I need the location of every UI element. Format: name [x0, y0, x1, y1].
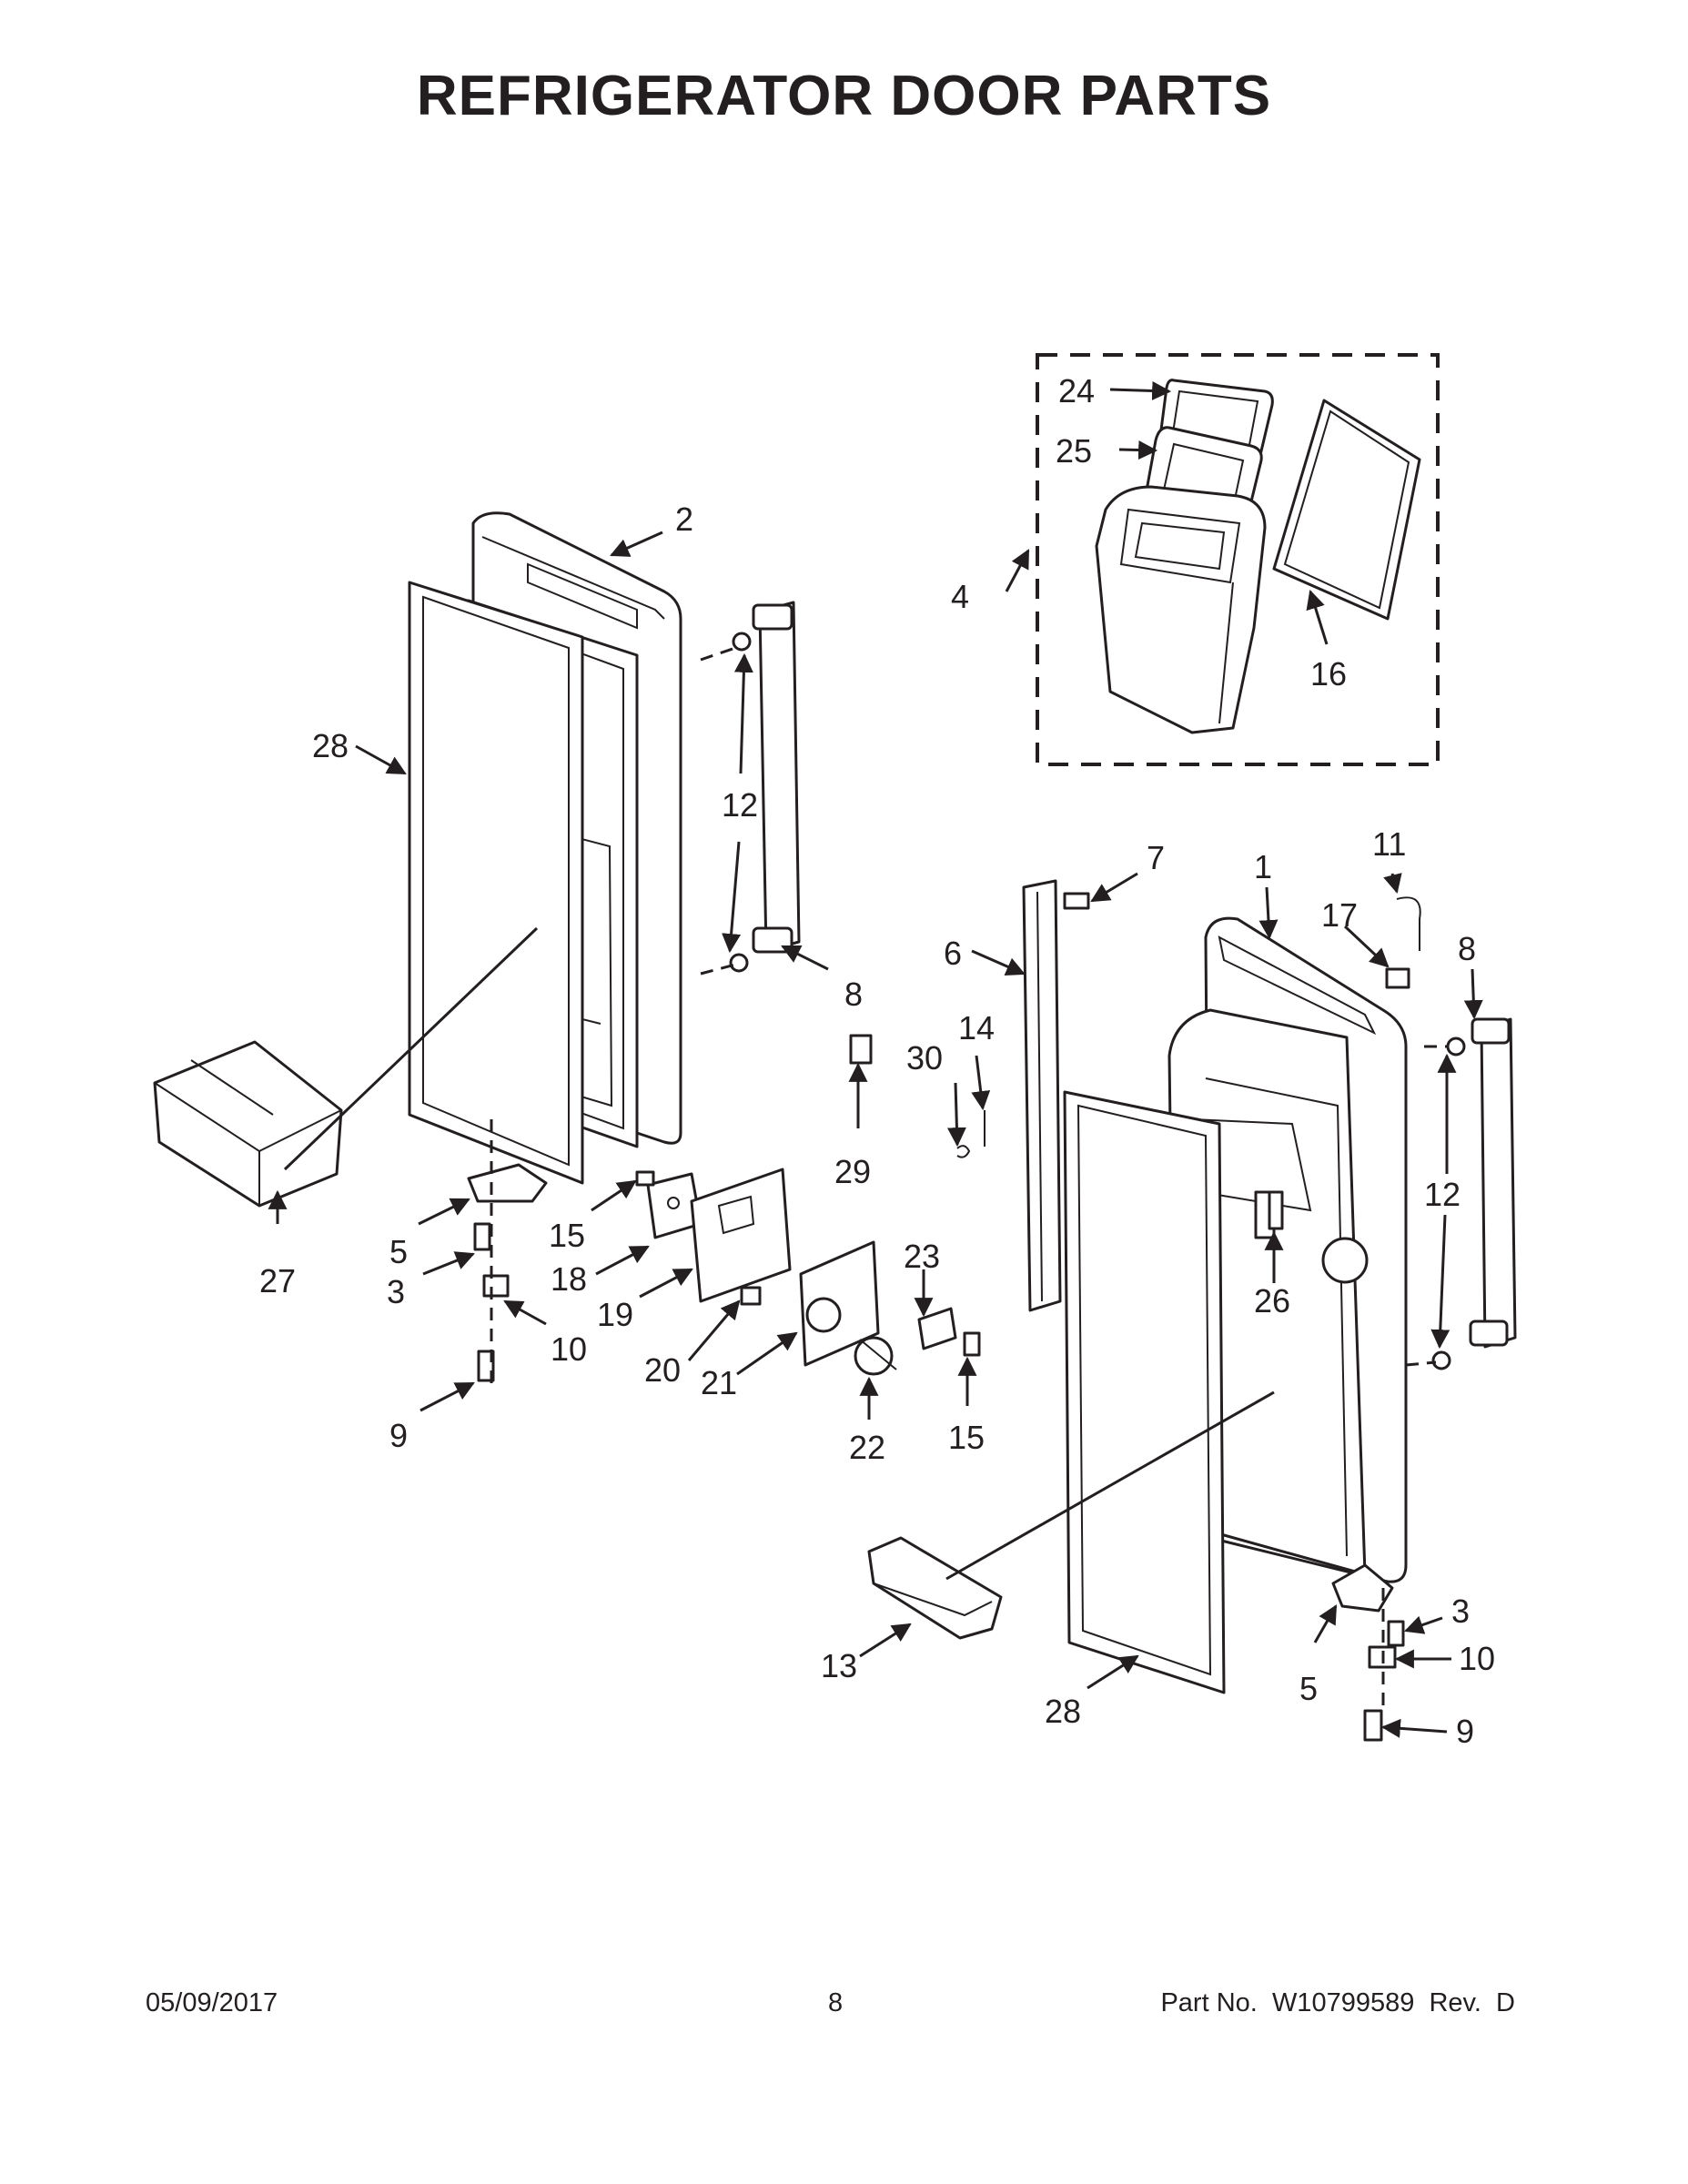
callout-24: 24	[1058, 372, 1095, 410]
callout-15: 15	[948, 1419, 985, 1456]
callout-5: 5	[389, 1233, 408, 1270]
callout-16: 16	[1310, 655, 1347, 693]
part-30-spring	[956, 1145, 971, 1158]
part-27-door-bin	[153, 1040, 343, 1208]
footer-page-number: 8	[828, 1988, 844, 2017]
callout-8: 8	[1458, 930, 1476, 967]
part-23-bracket	[917, 1307, 957, 1350]
callout-30: 30	[906, 1039, 943, 1077]
part-6-trim-strip	[1022, 879, 1062, 1312]
part-13-door-bin	[867, 1536, 1003, 1640]
callout-13: 13	[821, 1647, 857, 1684]
part-11-tube	[1396, 896, 1421, 951]
callout-12: 12	[722, 786, 758, 824]
callout-17: 17	[1321, 896, 1358, 934]
callout-25: 25	[1056, 432, 1092, 470]
callout-12: 12	[1424, 1176, 1461, 1213]
callout-18: 18	[551, 1260, 587, 1298]
callout-3: 3	[387, 1273, 405, 1310]
callout-26: 26	[1254, 1282, 1290, 1320]
part-16-cover-panel	[1272, 399, 1421, 621]
callout-9: 9	[389, 1417, 408, 1454]
callout-22: 22	[849, 1429, 885, 1466]
callout-14: 14	[958, 1009, 995, 1046]
callout-23: 23	[904, 1238, 940, 1275]
part-21-housing	[799, 1240, 880, 1367]
callout-20: 20	[644, 1351, 681, 1389]
part-17-fitting	[1385, 967, 1410, 989]
callout-2: 2	[675, 500, 693, 538]
part-28-left-gasket	[408, 581, 584, 1185]
callout-21: 21	[701, 1364, 737, 1401]
callout-27: 27	[259, 1262, 296, 1299]
callout-4: 4	[951, 578, 969, 615]
part-22-gear	[854, 1336, 897, 1376]
part-15-screw	[635, 1170, 981, 1357]
callout-5: 5	[1299, 1670, 1318, 1707]
part-19-plate	[690, 1168, 792, 1303]
callout-10: 10	[551, 1330, 587, 1368]
callout-9: 9	[1456, 1713, 1474, 1750]
callout-1: 1	[1254, 848, 1272, 885]
footer-date: 05/09/2017	[146, 1988, 278, 2017]
callout-6: 6	[944, 935, 962, 972]
part-7-screw	[1063, 892, 1090, 910]
callout-15: 15	[549, 1217, 585, 1254]
callout-8: 8	[844, 976, 863, 1013]
right-hinge-assembly	[1331, 1563, 1405, 1742]
left-hinge-assembly	[467, 1163, 548, 1382]
footer-part-number: Part No. W10799589 Rev. D	[1160, 1988, 1515, 2017]
ice-door-housing	[1095, 485, 1267, 734]
callout-28: 28	[312, 727, 349, 764]
callout-labels: 1 2 3 3 4 5 5 6 7 8 8 9 9 10 10 11 12 12…	[259, 372, 1495, 1750]
callout-11: 11	[1372, 825, 1406, 863]
callout-3: 3	[1451, 1592, 1470, 1630]
leader-lines	[268, 380, 1483, 1738]
page-title: REFRIGERATOR DOOR PARTS	[416, 65, 1272, 127]
part-20-screw	[740, 1286, 762, 1306]
left-door-handle	[729, 601, 801, 973]
callout-10: 10	[1459, 1640, 1495, 1677]
part-28-right-gasket	[1063, 1090, 1226, 1694]
callout-28: 28	[1045, 1693, 1081, 1730]
callout-19: 19	[597, 1296, 633, 1333]
part-29-clip	[849, 1034, 873, 1065]
right-door-handle	[1431, 1017, 1517, 1370]
callout-7: 7	[1147, 839, 1165, 876]
ice-door-kit-boundary	[1036, 353, 1440, 766]
part-26-switch	[1268, 1190, 1284, 1230]
callout-29: 29	[834, 1153, 871, 1190]
assembly-dashed-lines	[490, 646, 1447, 1711]
